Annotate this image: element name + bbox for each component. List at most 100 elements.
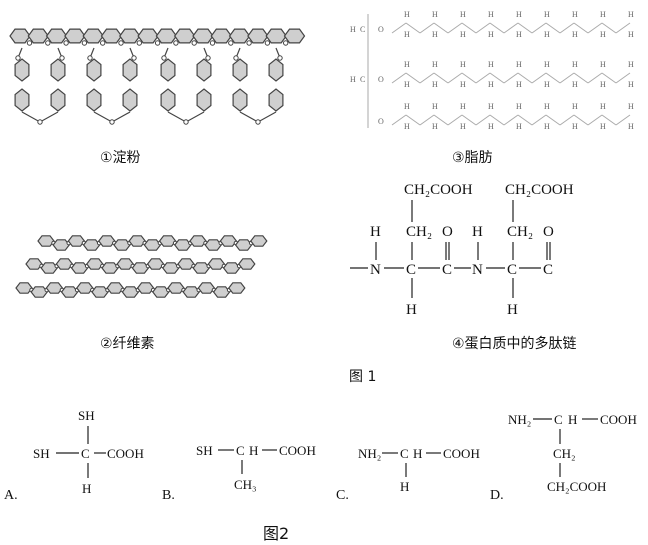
- side-chain-1: CH₂COOH: [404, 182, 473, 198]
- fat-atom-h: H: [628, 60, 634, 69]
- starch-loop-ring: [196, 58, 212, 82]
- option-a-right: COOH: [107, 446, 144, 461]
- starch-link-node: [161, 55, 167, 61]
- fat-atom-h: H: [628, 10, 634, 19]
- starch-link-node: [37, 119, 43, 125]
- fat-atom-h: H: [432, 122, 438, 131]
- fat-chain-bond: [531, 114, 547, 126]
- fat-chain-bond: [503, 114, 519, 126]
- option-a-bottom: H: [82, 481, 91, 496]
- fat-chain-bond: [517, 72, 533, 84]
- starch-link-node: [109, 119, 115, 125]
- option-c-structure[interactable]: NH₂ C H COOH H C.: [336, 446, 480, 503]
- starch-link-node: [191, 40, 197, 46]
- fat-atom-h: H: [432, 30, 438, 39]
- starch-ring: [228, 28, 251, 44]
- cellulose-ring: [207, 258, 226, 270]
- backbone-c3: C: [507, 262, 517, 278]
- cellulose-ring: [70, 262, 89, 274]
- starch-loop-ring: [50, 58, 66, 82]
- option-c-bottom: H: [400, 479, 409, 494]
- option-a-top: SH: [78, 408, 95, 423]
- starch-link-node: [118, 40, 124, 46]
- fat-atom-h: H: [460, 30, 466, 39]
- fat-atom-o: O: [378, 25, 384, 34]
- fat-chain-bond: [517, 22, 533, 34]
- starch-ring: [119, 28, 141, 44]
- fat-chain-bond: [405, 114, 421, 126]
- starch-loop-ring: [14, 58, 30, 82]
- option-b-center-h: H: [249, 443, 258, 458]
- starch-loop-ring: [122, 58, 138, 82]
- fat-atom-c: C: [360, 25, 365, 34]
- fat-chain-bond: [461, 114, 477, 126]
- starch-link-node: [45, 40, 51, 46]
- starch-ring: [45, 28, 68, 44]
- fat-atom-h: H: [488, 60, 494, 69]
- fat-atom-h: H: [350, 25, 356, 34]
- cellulose-ring: [219, 235, 238, 247]
- fat-atom-h: H: [516, 80, 522, 89]
- option-c-left: NH₂: [358, 446, 381, 461]
- fat-atom-h: H: [488, 122, 494, 131]
- cellulose-ring: [113, 239, 131, 251]
- option-a-left: SH: [33, 446, 50, 461]
- starch-link-node: [183, 119, 189, 125]
- fat-atom-h: H: [516, 102, 522, 111]
- cellulose-ring: [128, 235, 146, 247]
- option-d-structure[interactable]: NH₂ C H COOH CH₂ CH₂COOH D.: [490, 412, 637, 503]
- starch-link-node: [63, 40, 69, 46]
- backbone-c2: C: [442, 262, 452, 278]
- cellulose-ring: [136, 282, 155, 294]
- h-bottom-right: H: [507, 302, 518, 318]
- fat-atom-h: H: [628, 30, 634, 39]
- figure2-label: 图2: [263, 524, 289, 543]
- starch-link-node: [283, 40, 289, 46]
- protein-caption: ④蛋白质中的多肽链: [452, 335, 577, 352]
- starch-link-node: [246, 40, 252, 46]
- starch-loop-ring: [86, 88, 102, 112]
- fat-chain-bond: [531, 22, 547, 34]
- fat-atom-h: H: [572, 30, 578, 39]
- option-c-center: C: [400, 446, 409, 461]
- fat-atom-h: H: [488, 10, 494, 19]
- cellulose-ring: [45, 282, 64, 294]
- option-b-letter: B.: [162, 488, 175, 503]
- fat-atom-h: H: [350, 75, 356, 84]
- fat-chain-bond: [405, 22, 421, 34]
- fat-caption: ③脂肪: [452, 150, 493, 166]
- option-d-right: COOH: [600, 412, 637, 427]
- fat-chain-bond: [433, 22, 449, 34]
- cellulose-ring: [189, 235, 207, 247]
- cellulose-ring: [162, 262, 180, 274]
- starch-link-node: [154, 40, 161, 46]
- cellulose-ring: [116, 258, 134, 270]
- starch-ring: [64, 28, 86, 44]
- starch-link-node: [131, 55, 137, 61]
- fat-chain-bond: [531, 72, 547, 84]
- fat-atom-h: H: [572, 102, 578, 111]
- ch2-left: CH₂: [406, 224, 432, 240]
- starch-ring: [173, 28, 196, 44]
- fat-chain-bond: [433, 72, 449, 84]
- cellulose-ring: [250, 235, 268, 247]
- cellulose-ring: [234, 239, 253, 251]
- starch-ring: [155, 28, 178, 44]
- option-c-letter: C.: [336, 488, 349, 503]
- fat-chain-bond: [587, 114, 603, 126]
- fat-chain-bond: [615, 114, 631, 126]
- fat-chain-bond: [587, 72, 603, 84]
- fat-atom-h: H: [544, 60, 550, 69]
- option-a-structure[interactable]: SH SH C COOH H A.: [4, 408, 144, 503]
- cellulose-ring: [15, 282, 33, 294]
- starch-ring: [27, 28, 50, 44]
- starch-ring: [9, 28, 31, 44]
- fat-atom-h: H: [516, 122, 522, 131]
- fat-chain-bond: [433, 114, 449, 126]
- side-chain-2: CH₂COOH: [505, 182, 574, 198]
- fat-chain-bond: [559, 22, 575, 34]
- starch-link-node: [81, 40, 88, 46]
- fat-atom-h: H: [404, 102, 410, 111]
- option-b-structure[interactable]: SH C H COOH CH₃ B.: [162, 443, 316, 503]
